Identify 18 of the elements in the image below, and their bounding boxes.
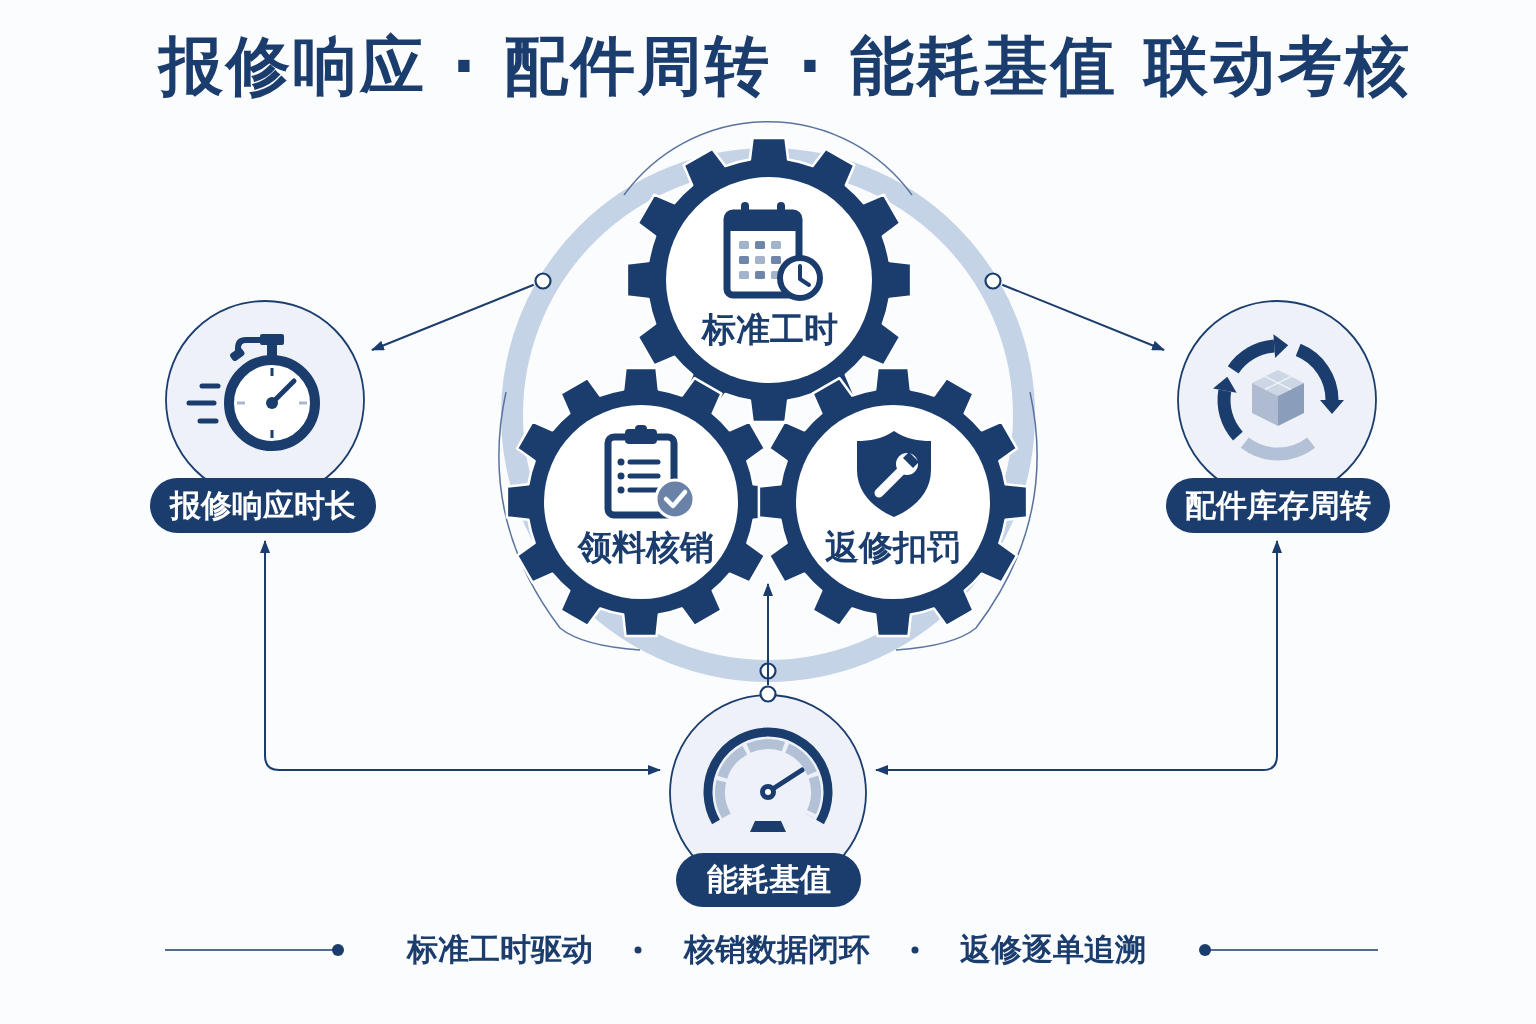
label-pill: 报修响应时长 xyxy=(150,478,376,533)
arrow xyxy=(875,540,1282,775)
gear-label: 领料核销 xyxy=(578,526,714,569)
indicator-badge xyxy=(150,300,376,533)
arrow xyxy=(1001,283,1165,351)
label-pill: 配件库存周转 xyxy=(1166,478,1390,533)
gear-label: 返修扣罚 xyxy=(825,526,961,569)
arrow xyxy=(260,540,661,775)
gear xyxy=(758,367,1028,637)
title: 报修响应 · 配件周转 · 能耗基值 联动考核 xyxy=(158,27,1412,105)
indicator-badge xyxy=(1166,300,1390,533)
arrow xyxy=(371,283,535,351)
gear-label: 标准工时 xyxy=(702,308,838,351)
footer-label: 返修逐单追溯 xyxy=(960,930,1146,969)
footer-label: 核销数据闭环 xyxy=(684,930,870,969)
indicator-badge xyxy=(669,694,867,907)
label-pill: 能耗基值 xyxy=(676,853,861,907)
footer-label: 标准工时驱动 xyxy=(407,930,593,969)
